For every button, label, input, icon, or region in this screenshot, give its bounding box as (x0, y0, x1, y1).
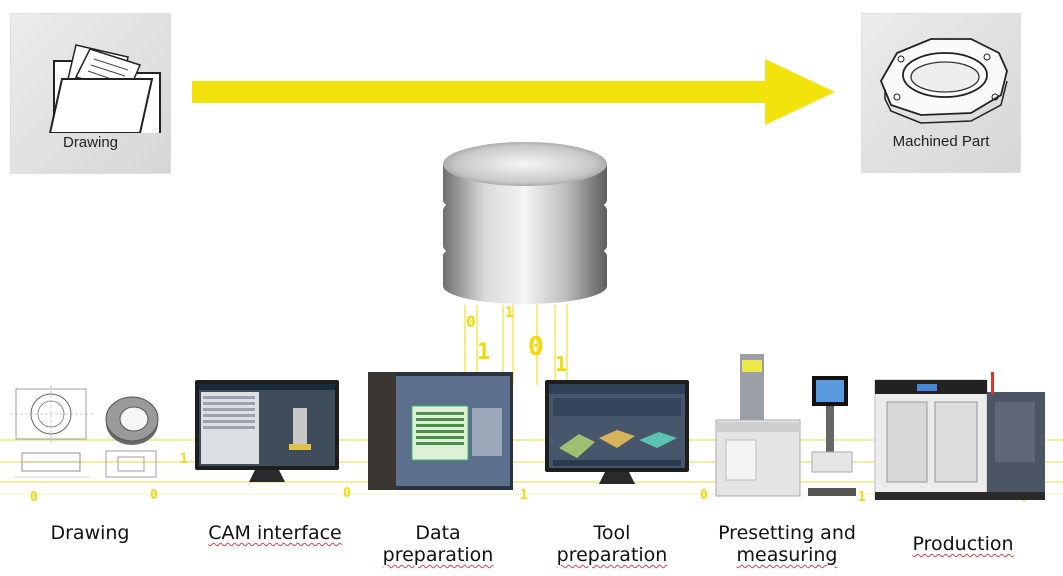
drawing-box-label: Drawing (62, 134, 119, 151)
database-cylinders-icon (443, 142, 607, 304)
binary-digit: 0 (700, 488, 708, 503)
machining-center (874, 372, 1045, 500)
binary-digit: 0 (343, 486, 351, 501)
data-stream-lines (464, 305, 568, 385)
binary-digit: 1 (477, 340, 491, 365)
step-label-production: Production (912, 533, 1014, 555)
drawing-tile (10, 385, 160, 485)
binary-digit: 0 (528, 332, 544, 362)
drawing-source-box: Drawing (10, 13, 171, 174)
binary-digit: 0 (466, 312, 476, 331)
step-label-presetting-measuring: Presetting and measuring (718, 522, 856, 566)
operator-screen (368, 372, 513, 490)
step-label-data-preparation: Data preparation (382, 522, 494, 566)
binary-digit: 1 (520, 488, 528, 503)
machined-ring-part-icon (879, 38, 1008, 124)
presetting-machine (715, 354, 856, 497)
machined-part-box: Machined Part (861, 13, 1021, 173)
binary-digit: 0 (150, 488, 158, 503)
section-drawing-icon (105, 450, 157, 478)
cam-monitor (195, 380, 339, 482)
folder-documents-icon (48, 44, 161, 133)
tool-monitor (545, 380, 689, 484)
step-label-drawing: Drawing (50, 522, 130, 544)
step-label-tool-preparation: Tool preparation (556, 522, 668, 566)
binary-digit: 1 (858, 490, 866, 505)
binary-digit: 0 (30, 490, 38, 505)
step-label-cam-interface: CAM interface (208, 522, 342, 544)
machined-part-label: Machined Part (892, 133, 990, 150)
binary-digit: 1 (505, 305, 514, 321)
ring-part-photo (105, 396, 159, 445)
flow-arrow (192, 59, 835, 125)
binary-digit: 1 (555, 352, 568, 376)
technical-drawing-icon (10, 385, 94, 478)
binary-digit: 1 (180, 452, 188, 467)
